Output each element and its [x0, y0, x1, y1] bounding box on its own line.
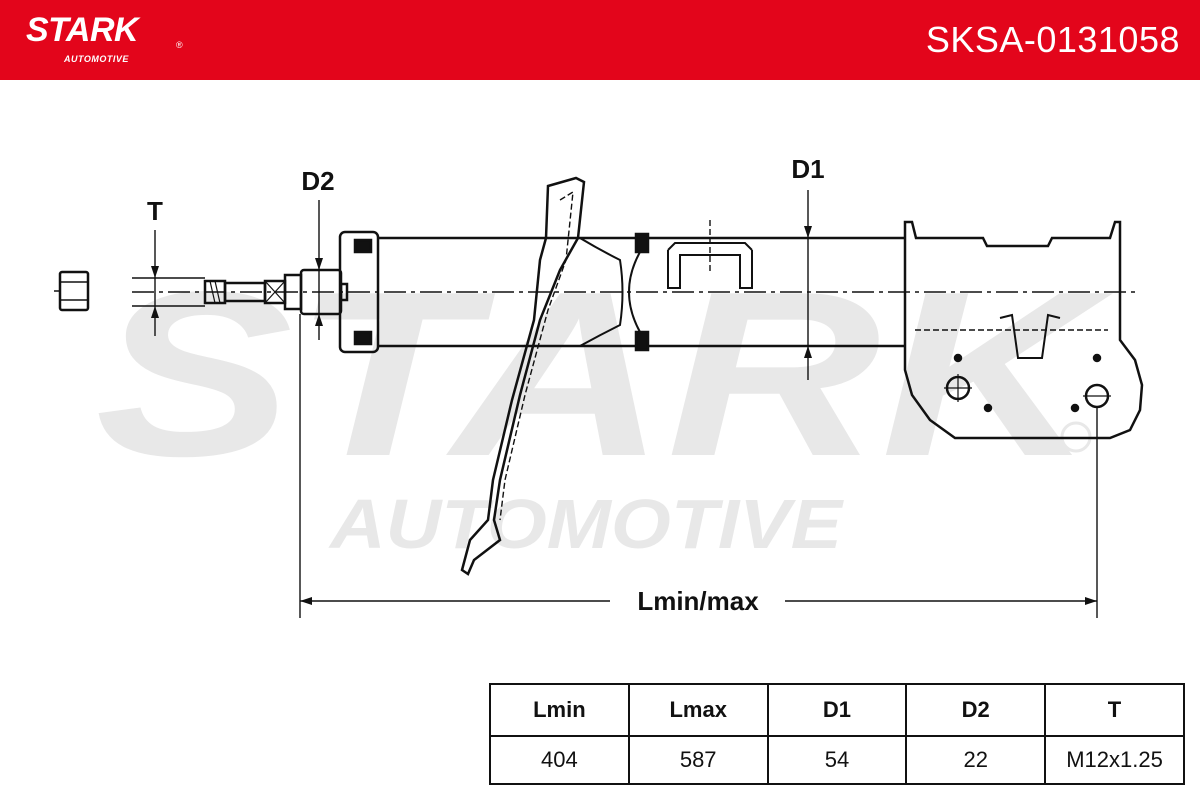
thread-label: T	[147, 196, 163, 226]
thread-dimension	[132, 230, 205, 336]
watermark-subtitle: AUTOMOTIVE	[328, 485, 845, 563]
body-diameter-label: D1	[791, 154, 824, 184]
header-lmax: Lmax	[627, 683, 769, 737]
value-lmin: 404	[489, 735, 630, 785]
stark-logo: STARK ® AUTOMOTIVE	[26, 11, 183, 64]
watermark-brand: STARK	[95, 242, 1113, 505]
part-number: SKSA-0131058	[925, 19, 1180, 60]
logo-subtitle: AUTOMOTIVE	[64, 54, 129, 64]
shock-absorber-drawing: STARK AUTOMOTIVE T D2	[54, 154, 1144, 618]
header-t: T	[1044, 683, 1185, 737]
value-d1: 54	[766, 735, 908, 785]
nut-icon	[54, 270, 90, 312]
watermark: STARK AUTOMOTIVE	[95, 242, 1113, 563]
top-mount	[338, 230, 380, 354]
rod-diameter-label: D2	[301, 166, 334, 196]
spring-seat-bracket	[460, 176, 586, 576]
value-lmax: 587	[627, 735, 769, 785]
length-dimension	[299, 314, 1098, 618]
logo-brand: STARK	[26, 11, 139, 49]
spring-clip	[667, 220, 753, 289]
header-bar: STARK ® AUTOMOTIVE SKSA-0131058	[0, 0, 1200, 80]
registered-mark-icon: ®	[176, 40, 183, 50]
body-diameter-dimension	[804, 190, 812, 380]
rod-diameter-dimension	[315, 200, 323, 340]
header-d2: D2	[905, 683, 1047, 737]
value-d2: 22	[905, 735, 1047, 785]
spec-table-header-row: Lmin Lmax D1 D2 T	[489, 683, 1185, 737]
header-d1: D1	[766, 683, 908, 737]
knuckle-bracket	[903, 220, 1144, 440]
value-t: M12x1.25	[1044, 735, 1185, 785]
spec-table-value-row: 404 587 54 22 M12x1.25	[489, 735, 1185, 785]
spec-table: Lmin Lmax D1 D2 T 404 587 54 22 M12x1.25	[489, 683, 1185, 785]
piston-rod	[203, 268, 349, 316]
length-label: Lmin/max	[637, 586, 759, 616]
main-body-tube	[378, 232, 905, 352]
header-lmin: Lmin	[489, 683, 630, 737]
